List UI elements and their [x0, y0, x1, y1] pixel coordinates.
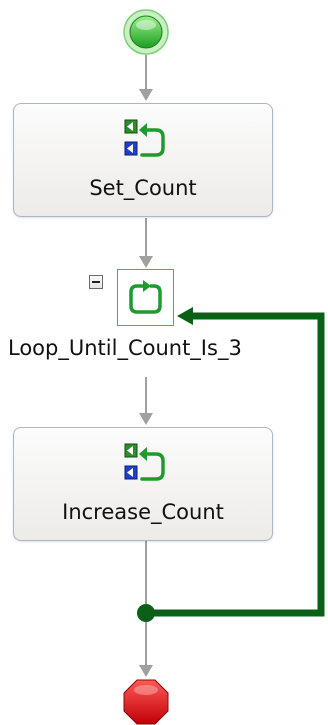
join-point[interactable] [137, 604, 155, 622]
collapse-minus-icon[interactable] [89, 275, 103, 289]
increase-count-label: Increase_Count [62, 500, 224, 524]
loop-back-connector [137, 307, 325, 622]
loop-label: Loop_Until_Count_Is_3 [8, 336, 242, 360]
connector-join-to-end [139, 622, 153, 677]
set-count-label: Set_Count [89, 176, 197, 200]
assign-activity-icon [124, 443, 165, 481]
loop-activity[interactable] [117, 269, 174, 326]
connector-set-count-to-loop [139, 218, 153, 268]
end-node[interactable] [123, 679, 169, 725]
increase-count-activity[interactable]: Increase_Count [13, 427, 273, 541]
connector-loop-to-increase-count [139, 377, 153, 425]
loop-icon [129, 280, 162, 314]
set-count-activity[interactable]: Set_Count [13, 103, 273, 217]
assign-activity-icon [124, 119, 165, 157]
connector-start-to-set-count [139, 55, 153, 101]
start-node[interactable] [123, 9, 169, 55]
